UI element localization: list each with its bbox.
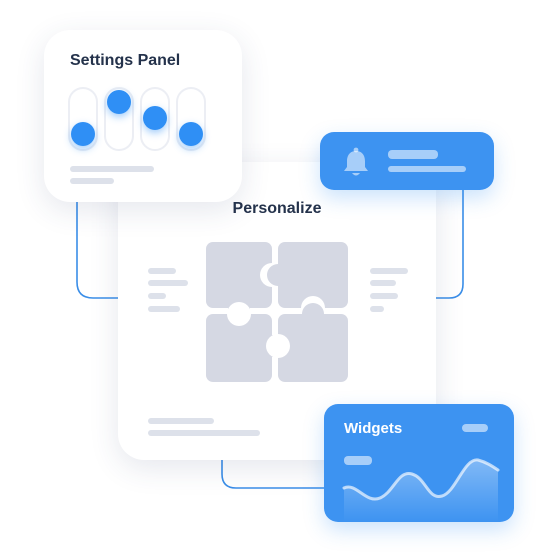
placeholder-line (148, 418, 214, 424)
settings-panel-title: Settings Panel (70, 52, 181, 69)
placeholder-line (70, 178, 114, 184)
slider-4[interactable] (176, 87, 206, 151)
placeholder-line (148, 280, 188, 286)
slider-3[interactable] (140, 87, 170, 151)
placeholder-line (70, 166, 154, 172)
settings-panel-card: Settings Panel (44, 30, 242, 202)
slider-1[interactable] (68, 87, 98, 151)
widgets-card[interactable]: Widgets (324, 404, 514, 522)
wave-chart-icon (342, 458, 500, 522)
placeholder-line (148, 293, 166, 299)
placeholder-line (148, 430, 260, 436)
personalize-title: Personalize (232, 200, 322, 217)
placeholder-line (344, 456, 372, 465)
placeholder-line (462, 424, 488, 432)
placeholder-line (148, 268, 176, 274)
placeholder-line (370, 306, 384, 312)
placeholder-line (388, 166, 466, 172)
notification-card[interactable] (320, 132, 494, 190)
widgets-title: Widgets (344, 420, 403, 437)
placeholder-line (370, 268, 408, 274)
placeholder-line (388, 150, 438, 159)
slider-knob[interactable] (179, 122, 203, 146)
placeholder-line (148, 306, 180, 312)
slider-knob[interactable] (143, 106, 167, 130)
slider-knob[interactable] (71, 122, 95, 146)
personalize-card: Personalize (118, 162, 436, 460)
placeholder-line (370, 293, 398, 299)
placeholder-line (370, 280, 396, 286)
slider-2[interactable] (104, 87, 134, 151)
puzzle-icon (206, 242, 348, 382)
slider-knob[interactable] (107, 90, 131, 114)
bell-icon (344, 147, 368, 176)
